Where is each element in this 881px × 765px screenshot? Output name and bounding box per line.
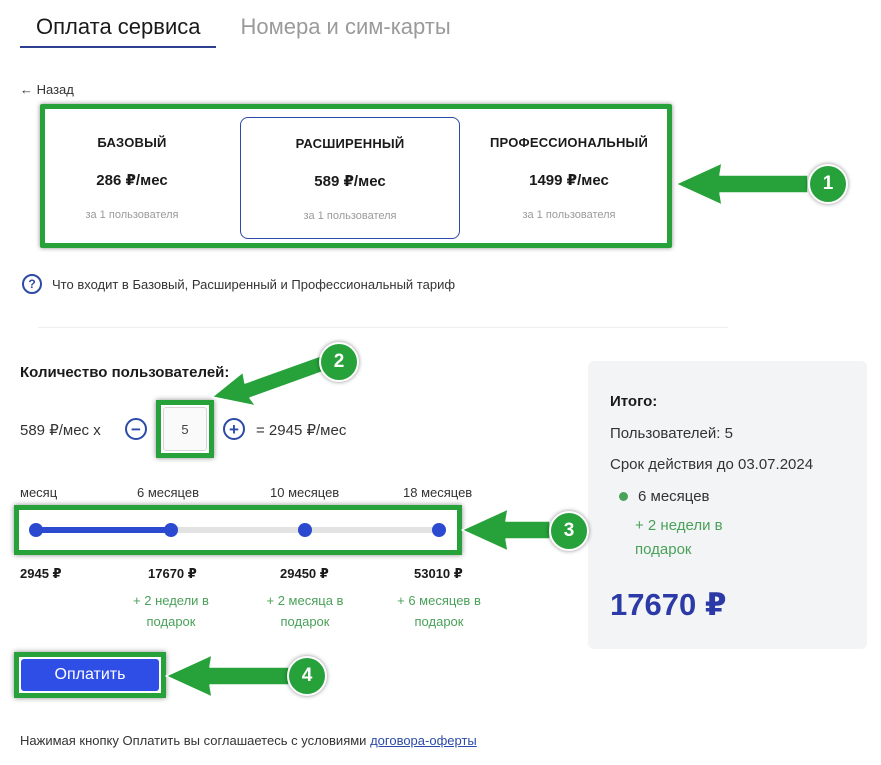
plan-name: ПРОФЕССИОНАЛЬНЫЙ (489, 135, 648, 150)
plan-note: за 1 пользователя (303, 210, 397, 222)
annotation-badge-2: 2 (319, 342, 359, 382)
period-dot-6[interactable] (164, 523, 178, 537)
quantity-highlight-frame (156, 400, 214, 458)
pay-highlight-frame (14, 652, 166, 698)
tab-bar: Оплата сервиса Номера и сим-карты (20, 0, 467, 48)
plan-note: за 1 пользователя (522, 209, 616, 221)
plan-price: 1499 ₽/мес (529, 172, 609, 189)
plan-note: за 1 пользователя (85, 209, 179, 221)
period-dot-1[interactable] (29, 523, 43, 537)
arrow-3-icon (461, 508, 551, 552)
period-total-18: 53010 ₽ (414, 566, 463, 581)
period-total-10: 29450 ₽ (280, 566, 329, 581)
unit-price: 589 ₽/мес x (20, 422, 101, 439)
period-total-1: 2945 ₽ (20, 566, 62, 581)
tariff-info-link[interactable]: ? Что входит в Базовый, Расширенный и Пр… (22, 274, 455, 294)
plan-price: 589 ₽/мес (314, 173, 386, 190)
plan-name: РАСШИРЕННЫЙ (295, 136, 405, 151)
summary-gift: + 2 недели в подарок (635, 517, 723, 558)
slider-highlight-frame (14, 505, 462, 555)
question-icon: ? (22, 274, 42, 294)
period-label-10: 10 месяцев (270, 485, 340, 500)
order-summary: Итого: Пользователей: 5 Срок действия до… (588, 361, 867, 649)
terms-prefix: Нажимая кнопку Оплатить вы соглашаетесь … (20, 733, 371, 748)
summary-period: 6 месяцев (638, 488, 710, 505)
plans-highlight-frame (40, 104, 672, 248)
plan-price: 286 ₽/мес (96, 172, 168, 189)
period-gift-18: + 6 месяцев в подарок (397, 593, 481, 629)
annotation-badge-1: 1 (808, 164, 848, 204)
period-label-1: месяц (20, 485, 58, 500)
period-dot-18[interactable] (432, 523, 446, 537)
decrease-users-button[interactable]: − (125, 418, 147, 440)
tab-numbers-sim[interactable]: Номера и сим-карты (240, 14, 451, 39)
plan-card-professional[interactable]: ПРОФЕССИОНАЛЬНЫЙ 1499 ₽/мес за 1 пользов… (459, 117, 679, 239)
period-bullet-icon (619, 492, 628, 501)
divider (38, 327, 728, 328)
period-gift-6: + 2 недели в подарок (133, 593, 209, 629)
period-slider-fill (36, 527, 171, 533)
back-link[interactable]: ← Назад (20, 82, 74, 97)
period-label-18: 18 месяцев (403, 485, 473, 500)
pay-button[interactable]: Оплатить (21, 659, 159, 691)
arrow-4-icon (165, 654, 290, 698)
plan-card-basic[interactable]: БАЗОВЫЙ 286 ₽/мес за 1 пользователя (22, 117, 242, 239)
annotation-badge-4: 4 (287, 656, 327, 696)
offer-contract-link[interactable]: договора-оферты (370, 733, 477, 748)
summary-users: Пользователей: 5 (610, 425, 733, 442)
monthly-total: = 2945 ₽/мес (256, 422, 347, 439)
period-gift-10: + 2 месяца в подарок (266, 593, 344, 629)
period-dot-10[interactable] (298, 523, 312, 537)
annotation-badge-3: 3 (549, 511, 589, 551)
users-count-title: Количество пользователей: (20, 364, 230, 381)
plan-name: БАЗОВЫЙ (97, 135, 167, 150)
period-slider-track[interactable] (36, 527, 440, 533)
summary-title: Итого: (610, 393, 658, 410)
summary-amount: 17670 ₽ (610, 587, 727, 622)
tab-service-payment[interactable]: Оплата сервиса (20, 0, 217, 48)
tariff-info-text: Что входит в Базовый, Расширенный и Проф… (52, 276, 456, 292)
users-quantity-input[interactable] (163, 407, 207, 451)
terms-text: Нажимая кнопку Оплатить вы соглашаетесь … (20, 733, 477, 748)
increase-users-button[interactable]: + (223, 418, 245, 440)
period-total-6: 17670 ₽ (148, 566, 197, 581)
period-label-6: 6 месяцев (137, 485, 199, 500)
summary-valid-until: Срок действия до 03.07.2024 (610, 456, 814, 473)
arrow-1-icon (675, 162, 809, 206)
plan-card-extended[interactable]: РАСШИРЕННЫЙ 589 ₽/мес за 1 пользователя (240, 117, 460, 239)
